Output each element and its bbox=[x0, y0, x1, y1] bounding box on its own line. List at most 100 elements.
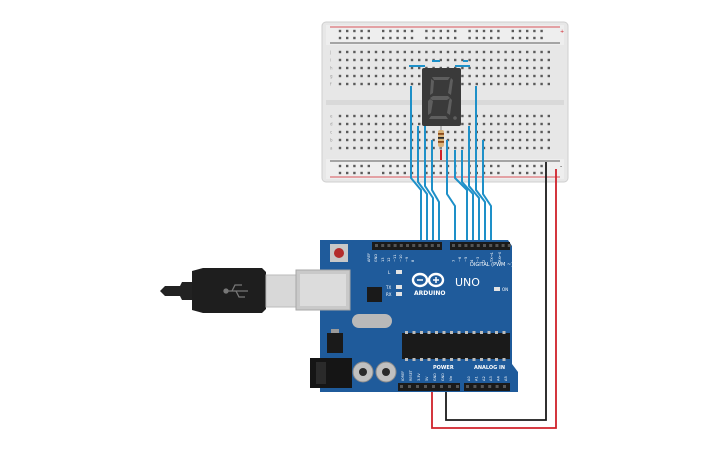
breadboard-hole[interactable] bbox=[547, 82, 550, 86]
header-hole[interactable] bbox=[456, 385, 459, 388]
breadboard-hole[interactable] bbox=[461, 114, 464, 118]
breadboard-hole[interactable] bbox=[338, 122, 342, 126]
breadboard-hole[interactable] bbox=[461, 66, 464, 70]
breadboard-hole[interactable] bbox=[403, 82, 406, 86]
breadboard-hole[interactable] bbox=[454, 138, 457, 142]
breadboard-hole[interactable] bbox=[482, 122, 486, 126]
breadboard-hole[interactable] bbox=[382, 130, 385, 134]
rail-hole[interactable] bbox=[497, 29, 500, 33]
breadboard-hole[interactable] bbox=[526, 114, 529, 118]
breadboard-hole[interactable] bbox=[540, 66, 543, 70]
breadboard-hole[interactable] bbox=[396, 50, 399, 54]
usb-cable[interactable] bbox=[160, 268, 299, 313]
rail-hole[interactable] bbox=[338, 164, 342, 168]
breadboard-hole[interactable] bbox=[526, 122, 529, 126]
breadboard-hole[interactable] bbox=[353, 50, 356, 54]
breadboard-hole[interactable] bbox=[425, 58, 428, 62]
breadboard-hole[interactable] bbox=[540, 58, 543, 62]
rail-hole[interactable] bbox=[338, 29, 342, 33]
rail-hole[interactable] bbox=[346, 164, 349, 168]
breadboard-hole[interactable] bbox=[454, 146, 457, 150]
breadboard-hole[interactable] bbox=[540, 138, 543, 142]
header-hole[interactable] bbox=[412, 244, 416, 247]
breadboard-hole[interactable] bbox=[461, 82, 464, 86]
breadboard-hole[interactable] bbox=[367, 66, 370, 70]
rail-hole[interactable] bbox=[526, 29, 529, 33]
breadboard-hole[interactable] bbox=[432, 146, 435, 150]
header-hole[interactable] bbox=[503, 385, 506, 388]
breadboard-hole[interactable] bbox=[482, 50, 486, 54]
breadboard-hole[interactable] bbox=[432, 130, 435, 134]
breadboard-hole[interactable] bbox=[468, 74, 471, 78]
rail-hole[interactable] bbox=[367, 36, 370, 40]
breadboard-hole[interactable] bbox=[497, 58, 500, 62]
breadboard-hole[interactable] bbox=[338, 146, 342, 150]
breadboard-hole[interactable] bbox=[382, 114, 385, 118]
breadboard-hole[interactable] bbox=[425, 138, 428, 142]
rail-hole[interactable] bbox=[353, 36, 356, 40]
breadboard-hole[interactable] bbox=[504, 66, 507, 70]
breadboard-hole[interactable] bbox=[389, 114, 392, 118]
breadboard-hole[interactable] bbox=[533, 114, 536, 118]
breadboard-hole[interactable] bbox=[490, 138, 493, 142]
breadboard-hole[interactable] bbox=[367, 114, 370, 118]
rail-hole[interactable] bbox=[446, 29, 450, 33]
breadboard-hole[interactable] bbox=[396, 82, 399, 86]
breadboard-hole[interactable] bbox=[497, 66, 500, 70]
breadboard-hole[interactable] bbox=[540, 82, 543, 86]
rail-hole[interactable] bbox=[533, 164, 536, 168]
breadboard-hole[interactable] bbox=[360, 74, 363, 78]
breadboard-hole[interactable] bbox=[382, 74, 385, 78]
breadboard-hole[interactable] bbox=[461, 122, 464, 126]
breadboard-hole[interactable] bbox=[490, 66, 493, 70]
breadboard-hole[interactable] bbox=[360, 58, 363, 62]
breadboard-hole[interactable] bbox=[367, 146, 370, 150]
breadboard-hole[interactable] bbox=[396, 138, 399, 142]
rail-hole[interactable] bbox=[410, 36, 414, 40]
breadboard-hole[interactable] bbox=[547, 114, 550, 118]
rail-hole[interactable] bbox=[353, 171, 356, 175]
header-hole[interactable] bbox=[495, 244, 499, 247]
rail-hole[interactable] bbox=[526, 164, 529, 168]
breadboard-hole[interactable] bbox=[374, 130, 378, 134]
breadboard-hole[interactable] bbox=[439, 50, 442, 54]
breadboard-hole[interactable] bbox=[454, 50, 457, 54]
rail-hole[interactable] bbox=[432, 29, 435, 33]
rail-hole[interactable] bbox=[446, 36, 450, 40]
breadboard-hole[interactable] bbox=[446, 58, 450, 62]
breadboard-hole[interactable] bbox=[353, 130, 356, 134]
breadboard-hole[interactable] bbox=[418, 146, 421, 150]
breadboard-hole[interactable] bbox=[547, 66, 550, 70]
breadboard-hole[interactable] bbox=[403, 138, 406, 142]
breadboard-hole[interactable] bbox=[410, 50, 414, 54]
rail-hole[interactable] bbox=[389, 29, 392, 33]
header-hole[interactable] bbox=[470, 244, 474, 247]
rail-hole[interactable] bbox=[382, 36, 385, 40]
rail-hole[interactable] bbox=[403, 171, 406, 175]
breadboard-hole[interactable] bbox=[497, 82, 500, 86]
breadboard-hole[interactable] bbox=[468, 66, 471, 70]
header-hole[interactable] bbox=[381, 244, 385, 247]
breadboard-hole[interactable] bbox=[547, 130, 550, 134]
rail-hole[interactable] bbox=[490, 29, 493, 33]
rail-hole[interactable] bbox=[497, 164, 500, 168]
rail-hole[interactable] bbox=[389, 171, 392, 175]
breadboard-hole[interactable] bbox=[418, 138, 421, 142]
header-hole[interactable] bbox=[440, 385, 443, 388]
breadboard-hole[interactable] bbox=[490, 82, 493, 86]
breadboard-hole[interactable] bbox=[540, 50, 543, 54]
header-hole[interactable] bbox=[375, 244, 378, 247]
breadboard-hole[interactable] bbox=[389, 66, 392, 70]
breadboard-hole[interactable] bbox=[547, 58, 550, 62]
breadboard-hole[interactable] bbox=[511, 50, 514, 54]
rail-hole[interactable] bbox=[490, 164, 493, 168]
breadboard-hole[interactable] bbox=[504, 130, 507, 134]
breadboard-hole[interactable] bbox=[396, 58, 399, 62]
rail-hole[interactable] bbox=[540, 29, 543, 33]
breadboard-hole[interactable] bbox=[353, 66, 356, 70]
breadboard-hole[interactable] bbox=[526, 74, 529, 78]
breadboard-hole[interactable] bbox=[403, 50, 406, 54]
breadboard-hole[interactable] bbox=[374, 138, 378, 142]
rail-hole[interactable] bbox=[410, 29, 414, 33]
